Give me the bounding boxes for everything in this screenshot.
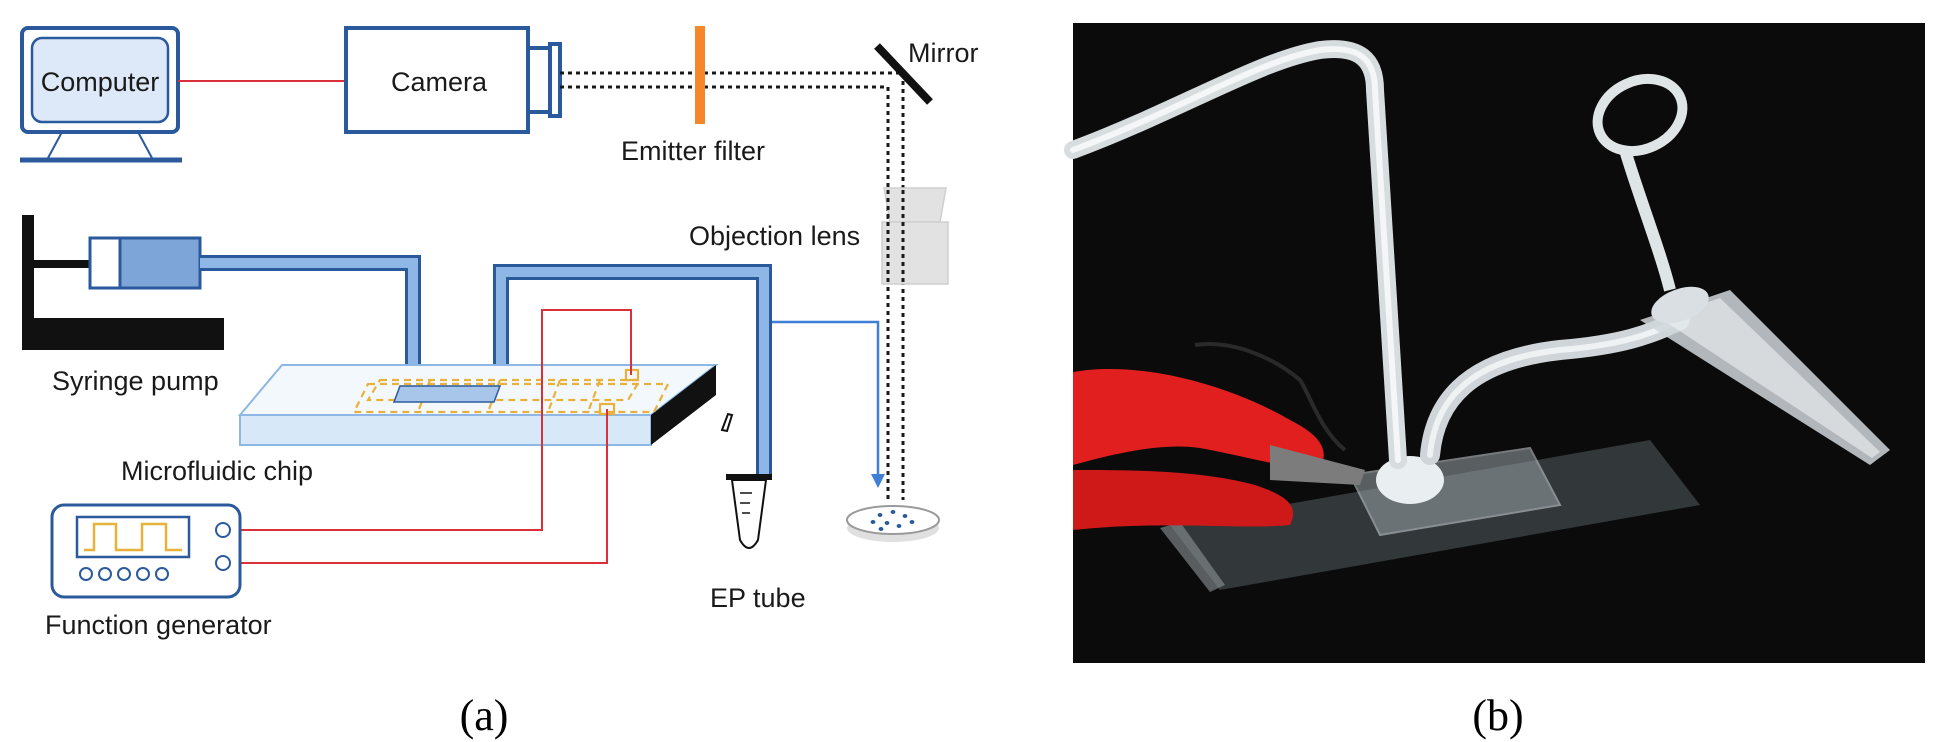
- syringe-pump-label: Syringe pump: [52, 366, 219, 396]
- microfluidic-chip-label: Microfluidic chip: [121, 456, 313, 486]
- objection-lens-label: Objection lens: [689, 221, 860, 251]
- microfluidic-chip-icon: [237, 364, 719, 446]
- emitter-filter-icon: [695, 26, 705, 124]
- ep-tube-label: EP tube: [710, 583, 806, 613]
- black-wire: [1194, 342, 1347, 452]
- computer-label: Computer: [41, 67, 160, 97]
- inlet-tubing: [200, 255, 421, 400]
- ep-tube-icon: [720, 412, 772, 549]
- objection-lens-icon: [881, 187, 949, 285]
- petri-dish-icon: [846, 505, 940, 542]
- camera-label: Camera: [391, 67, 488, 97]
- optical-path: [560, 71, 905, 500]
- ep-tube-photo: [1592, 74, 1890, 465]
- panel-a-caption: (a): [460, 691, 509, 740]
- glue-blob: [1376, 456, 1444, 504]
- mirror-icon: [874, 43, 933, 105]
- syringe-pump-icon: [22, 215, 224, 350]
- red-clip: [1073, 368, 1324, 469]
- camera-icon: [344, 26, 562, 134]
- flow-arrow: [772, 320, 885, 488]
- outlet-tubing: [493, 264, 772, 475]
- emitter-filter-label: Emitter filter: [621, 136, 765, 166]
- computer-icon: [20, 26, 182, 163]
- mirror-label: Mirror: [908, 38, 978, 68]
- function-generator-label: Function generator: [45, 610, 272, 640]
- panel-a-schematic: Computer Camera Emitter filter Mirror: [20, 26, 978, 640]
- function-generator-icon: [50, 503, 242, 599]
- electrode-wires: [233, 309, 632, 564]
- panel-b-caption: (b): [1472, 691, 1523, 740]
- panel-b-photo: [1064, 23, 1925, 663]
